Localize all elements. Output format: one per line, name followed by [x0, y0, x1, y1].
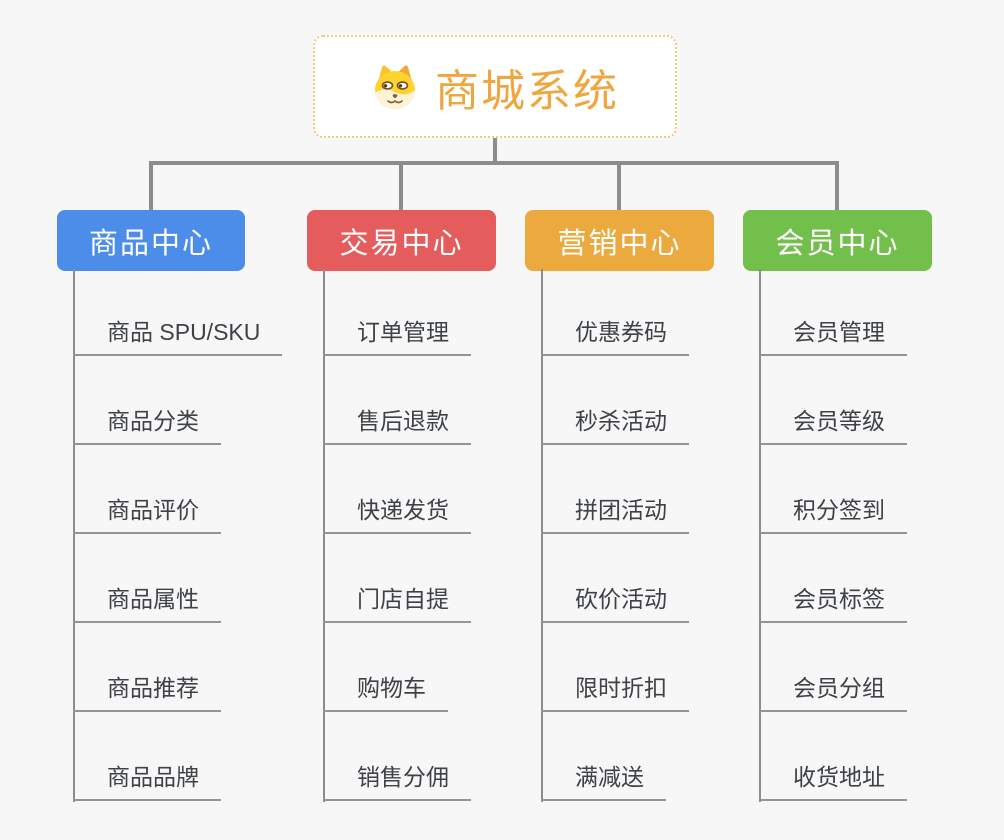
leaf-node[interactable]: 砍价活动 — [541, 584, 689, 623]
connector-drop — [617, 161, 621, 212]
branch-children-column: 商品 SPU/SKU 商品分类商品评价商品属性商品推荐商品品牌 — [73, 267, 373, 812]
leaf-node[interactable]: 门店自提 — [323, 584, 471, 623]
connector-trunk — [73, 269, 75, 802]
connector-root-stem — [493, 138, 497, 165]
leaf-node[interactable]: 订单管理 — [323, 317, 471, 356]
leaf-node[interactable]: 满减送 — [541, 762, 666, 801]
root-title: 商城系统 — [435, 66, 619, 116]
leaf-node[interactable]: 购物车 — [323, 673, 448, 712]
connector-drop — [149, 161, 153, 212]
leaf-node[interactable]: 商品属性 — [73, 584, 221, 623]
leaf-node[interactable]: 商品 SPU/SKU — [73, 317, 283, 356]
connector-horizontal-bar — [149, 161, 839, 165]
connector-trunk — [541, 269, 543, 802]
leaf-node[interactable]: 会员标签 — [759, 584, 907, 623]
connector-trunk — [759, 269, 761, 802]
branch-node[interactable]: 商品中心 — [57, 210, 245, 271]
leaf-node[interactable]: 收货地址 — [759, 762, 907, 801]
leaf-node[interactable]: 快递发货 — [323, 495, 471, 534]
branch-children-column: 订单管理售后退款快递发货门店自提购物车销售分佣 — [323, 267, 623, 812]
branch-children-column: 会员管理会员等级积分签到会员标签会员分组收货地址 — [759, 267, 1004, 812]
root-node[interactable]: 商城系统 — [313, 35, 677, 138]
leaf-node[interactable]: 会员分组 — [759, 673, 907, 712]
branch-node[interactable]: 会员中心 — [743, 210, 932, 271]
leaf-node[interactable]: 商品评价 — [73, 495, 221, 534]
connector-drop — [835, 161, 839, 212]
leaf-node[interactable]: 拼团活动 — [541, 495, 689, 534]
leaf-node[interactable]: 售后退款 — [323, 406, 471, 445]
dog-face-icon — [371, 64, 419, 110]
leaf-node[interactable]: 秒杀活动 — [541, 406, 689, 445]
leaf-node[interactable]: 销售分佣 — [323, 762, 471, 801]
connector-drop — [399, 161, 403, 212]
connector-trunk — [323, 269, 325, 802]
leaf-node[interactable]: 优惠券码 — [541, 317, 689, 356]
leaf-node[interactable]: 商品推荐 — [73, 673, 221, 712]
leaf-node[interactable]: 会员管理 — [759, 317, 907, 356]
leaf-node[interactable]: 商品分类 — [73, 406, 221, 445]
leaf-node[interactable]: 商品品牌 — [73, 762, 221, 801]
leaf-node[interactable]: 积分签到 — [759, 495, 907, 534]
branch-children-column: 优惠券码秒杀活动拼团活动砍价活动限时折扣满减送 — [541, 267, 841, 812]
branch-node[interactable]: 营销中心 — [525, 210, 714, 271]
leaf-node[interactable]: 会员等级 — [759, 406, 907, 445]
branch-node[interactable]: 交易中心 — [307, 210, 496, 271]
leaf-node[interactable]: 限时折扣 — [541, 673, 689, 712]
